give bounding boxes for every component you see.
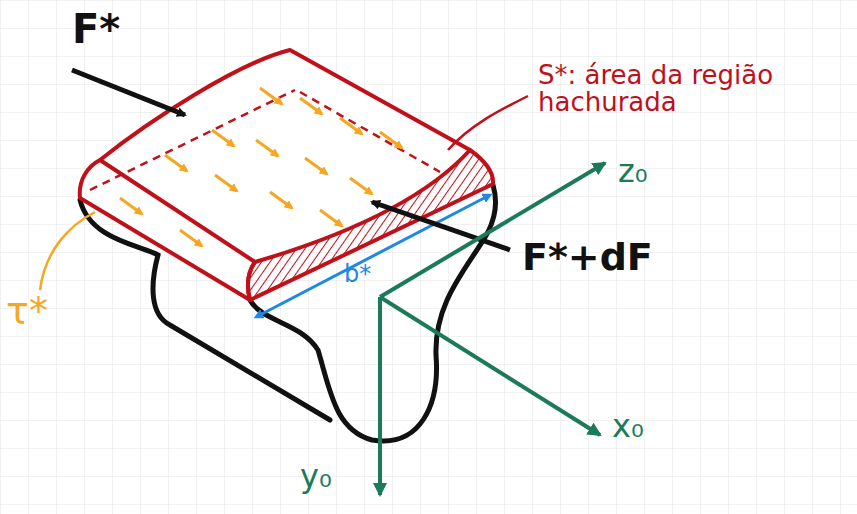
leader-line xyxy=(40,212,95,290)
force-arrow xyxy=(372,202,510,250)
width-dimension xyxy=(258,196,488,316)
hidden-edge xyxy=(90,90,295,190)
stress-label: τ* xyxy=(6,292,48,332)
axis-label: z₀ xyxy=(618,155,648,189)
area-note: S*: área da região hachurada xyxy=(538,62,818,117)
force-label: F* xyxy=(72,8,120,50)
axis-label: x₀ xyxy=(612,410,644,444)
axes xyxy=(380,163,605,495)
leader-line xyxy=(448,96,528,150)
force-arrow xyxy=(72,70,185,115)
force-label: F*+dF xyxy=(522,238,653,278)
hidden-edge xyxy=(300,92,440,172)
hatched-section xyxy=(248,150,493,300)
shear-arrows xyxy=(120,88,402,246)
width-label: b* xyxy=(344,262,371,287)
axis-label: y₀ xyxy=(300,460,332,494)
